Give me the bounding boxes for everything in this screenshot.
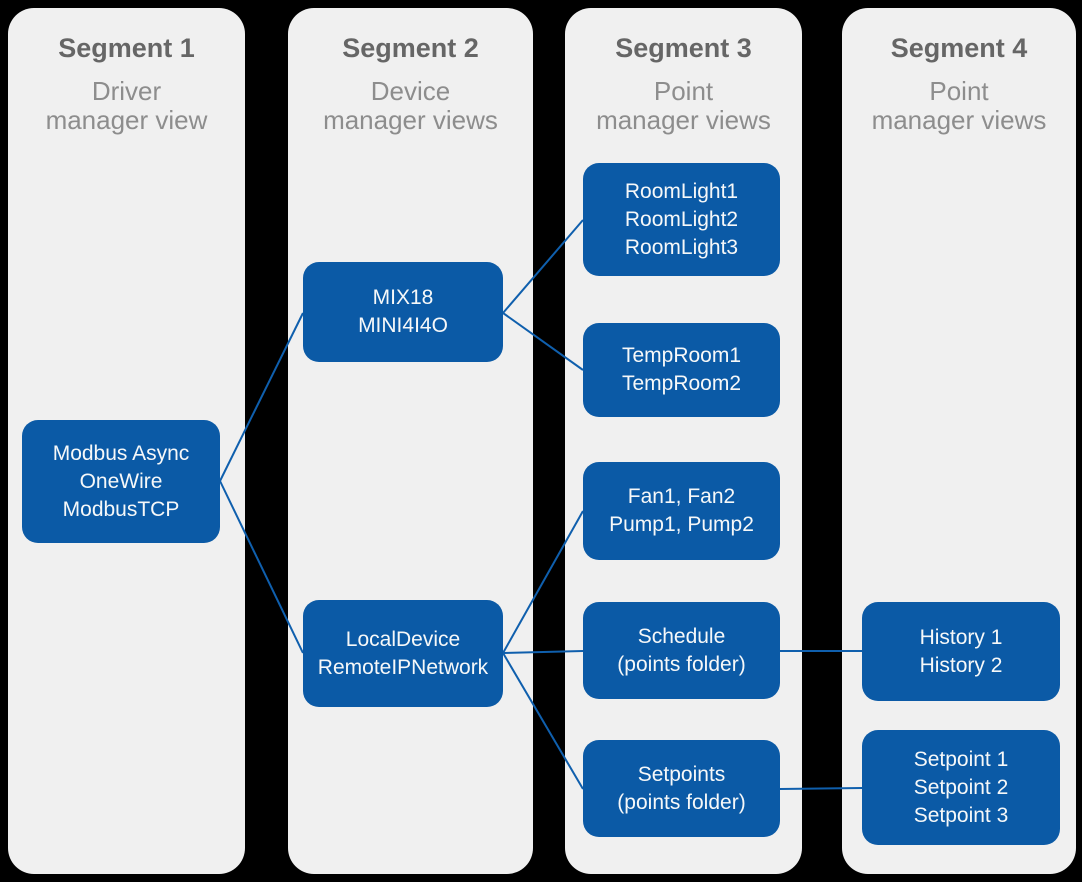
segment-1-subtitle: Driver manager view [8,77,245,135]
node-setpoints-line2: (points folder) [617,790,746,814]
node-temprooms: TempRoom1 TempRoom2 [583,323,780,417]
node-roomlights: RoomLight1 RoomLight2 RoomLight3 [583,163,780,276]
node-devices-mix-line1: MIX18 [372,286,434,309]
node-devices-mix: MIX18 MINI4I4O [303,262,503,362]
segment-2-panel: Segment 2 Device manager views [288,8,533,874]
node-histories-line2: History 2 [919,653,1003,677]
node-setpoints-line1: Setpoints [637,762,726,786]
segment-2-subtitle-line1: Device [370,76,451,107]
segment-4-panel: Segment 4 Point manager views [842,8,1076,874]
node-temprooms-line2: TempRoom2 [621,372,742,395]
node-drivers-line1: Modbus Async [52,441,190,465]
segment-3-subtitle-line2: manager views [596,105,771,136]
node-devices-local-line2: RemoteIPNetwork [317,655,489,679]
edge-setpoints-to-setpoint-list [779,787,863,790]
segment-3-subtitle: Point manager views [565,77,802,135]
segment-4-subtitle-line1: Point [929,76,989,107]
segment-1-subtitle-line2: manager view [45,105,208,136]
node-roomlights-line3: RoomLight3 [624,235,739,259]
node-drivers: Modbus Async OneWire ModbusTCP [22,420,220,543]
edge-devices-local-to-fans-pumps [502,510,584,654]
node-schedule-line2: (points folder) [617,652,746,676]
edge-devices-mix-to-roomlights [502,219,584,314]
node-setpoints: Setpoints (points folder) [583,740,780,837]
edge-drivers-to-devices-mix [219,312,304,482]
node-drivers-line2: OneWire [79,469,163,493]
node-schedule-line1: Schedule [637,624,726,648]
node-histories: History 1 History 2 [862,602,1060,701]
node-setpoint-list: Setpoint 1 Setpoint 2 Setpoint 3 [862,730,1060,845]
node-devices-local-line1: LocalDevice [345,627,461,651]
node-histories-line1: History 1 [919,625,1003,649]
edge-drivers-to-devices-local [219,480,304,654]
node-setpoint-list-line1: Setpoint 1 [913,747,1009,771]
node-fans-pumps-line1: Fan1, Fan2 [627,485,736,508]
node-fans-pumps: Fan1, Fan2 Pump1, Pump2 [583,462,780,560]
segment-2-title: Segment 2 [342,33,479,63]
segment-1-subtitle-line1: Driver [91,76,162,107]
node-setpoint-list-line3: Setpoint 3 [913,803,1009,827]
segment-4-subtitle-line2: manager views [871,105,1047,136]
node-devices-local: LocalDevice RemoteIPNetwork [303,600,503,707]
segment-4-subtitle: Point manager views [842,77,1076,135]
segment-3-subtitle-line1: Point [653,76,714,107]
node-fans-pumps-line2: Pump1, Pump2 [609,513,754,536]
segment-1-title: Segment 1 [58,33,195,63]
segment-3-title: Segment 3 [615,33,752,63]
segment-3-panel: Segment 3 Point manager views [565,8,802,874]
node-roomlights-line2: RoomLight2 [624,207,739,231]
node-temprooms-line1: TempRoom1 [621,344,742,367]
node-setpoint-list-line2: Setpoint 2 [913,775,1009,799]
edge-devices-local-to-schedule [502,650,584,654]
edge-devices-mix-to-temprooms [502,312,584,371]
node-roomlights-line1: RoomLight1 [624,179,739,203]
segment-2-subtitle: Device manager views [288,77,533,135]
node-schedule: Schedule (points folder) [583,602,780,699]
edge-devices-local-to-setpoints [502,652,584,790]
segment-4-title: Segment 4 [890,33,1028,63]
node-drivers-line3: ModbusTCP [62,497,180,521]
segment-2-subtitle-line2: manager views [323,105,498,136]
node-devices-mix-line2: MINI4I4O [358,314,448,337]
